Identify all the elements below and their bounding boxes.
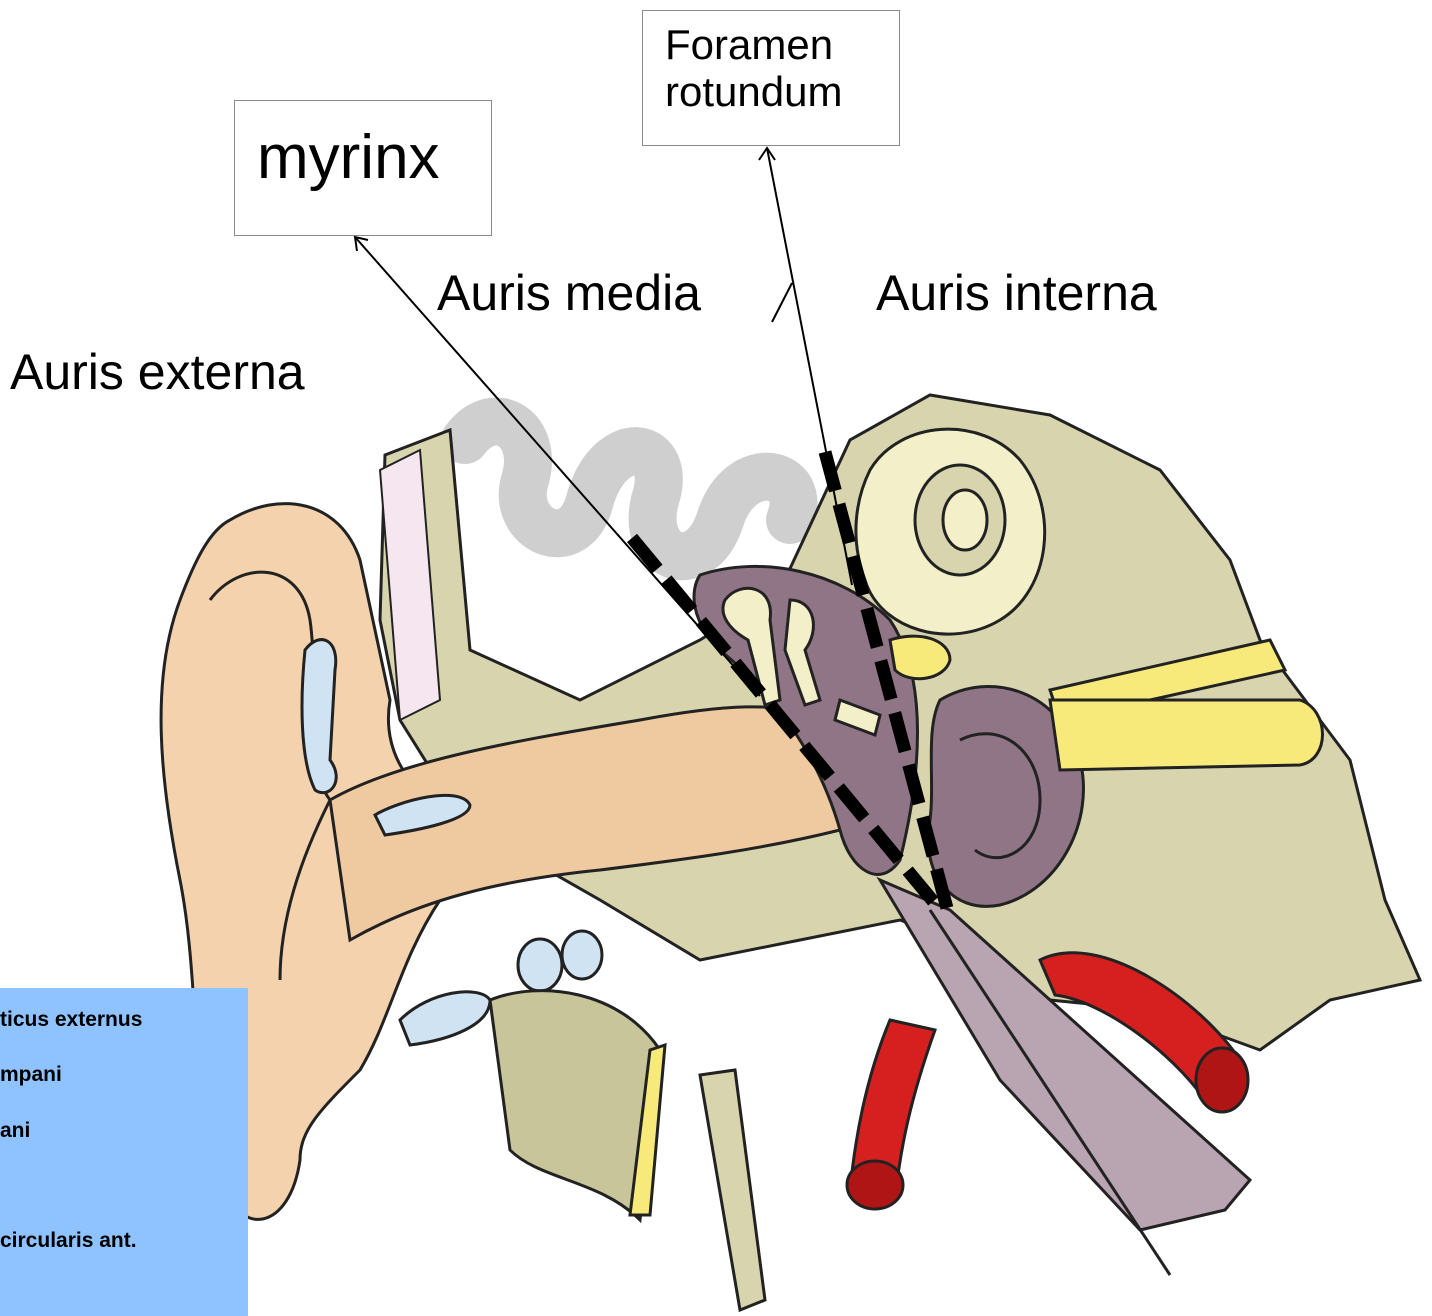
foramen-rotundum-label: Foramen rotundum [665,21,842,115]
foramen-rotundum-label-box: Foramen rotundum [642,10,900,146]
semicircular-canal-core [943,490,987,550]
cartilage-ring-2 [562,931,602,979]
foramen-label-line1: Foramen [665,21,833,68]
legend-item: ticus externus [0,1008,142,1032]
label-auris-media: Auris media [437,268,701,318]
watermark-squiggle [465,421,794,556]
vestibule [890,636,950,679]
legend-item: ani [0,1119,30,1143]
legend-item: circularis ant. [0,1229,137,1253]
label-auris-interna: Auris interna [876,268,1157,318]
legend-item: mpani [0,1063,62,1087]
foramen-label-line2: rotundum [665,68,842,115]
styloid-process [700,1070,765,1310]
carotid-artery-opening-upper [1196,1048,1248,1112]
cartilage-ring-1 [518,939,562,991]
auris-media-divider [772,283,792,322]
cartilage-upper [302,640,336,793]
label-auris-externa: Auris externa [10,347,305,397]
legend-panel: ticus externus mpani ani circularis ant. [0,988,248,1316]
carotid-artery-opening-lower [847,1161,903,1209]
foramen-arrowhead [759,148,775,160]
cartilage-lower [400,992,490,1045]
myrinx-label-box: myrinx [234,100,492,236]
myrinx-label: myrinx [257,127,440,189]
nerve-lower [1050,700,1323,770]
